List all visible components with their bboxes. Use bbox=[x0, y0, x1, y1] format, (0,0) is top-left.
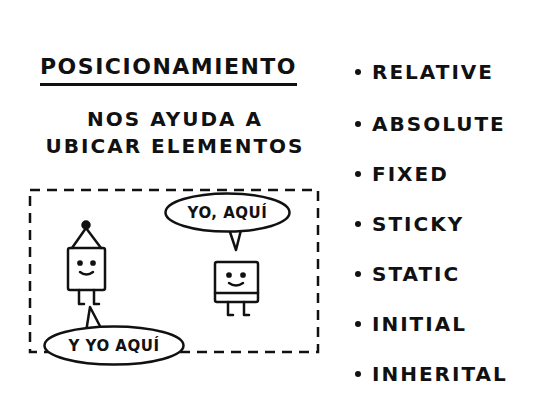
speech-bubble: Y YO AQUÍ bbox=[43, 325, 185, 366]
bullet bbox=[355, 221, 361, 227]
subtitle-text: NOS AYUDA A UBICAR ELEMENTOS bbox=[36, 106, 314, 160]
bullet bbox=[355, 271, 361, 277]
leg bbox=[244, 302, 249, 315]
list-item: STATIC bbox=[372, 262, 460, 286]
body-band bbox=[215, 292, 258, 295]
bullet bbox=[355, 321, 361, 327]
page-title: POSICIONAMIENTO bbox=[40, 54, 297, 86]
eye bbox=[241, 273, 244, 276]
party-hat bbox=[72, 228, 101, 248]
bubble-text: Y YO AQUÍ bbox=[68, 337, 159, 355]
bubble-ellipse bbox=[166, 194, 290, 232]
dashed-container bbox=[30, 190, 318, 352]
list-item: STICKY bbox=[372, 212, 464, 236]
list-item: INITIAL bbox=[372, 312, 467, 336]
hat-pompom bbox=[83, 222, 90, 229]
eye bbox=[78, 261, 81, 264]
bubble-text: YO, AQUÍ bbox=[188, 204, 268, 222]
list-item: RELATIVE bbox=[372, 60, 494, 84]
bubble-ellipse bbox=[45, 327, 184, 365]
bullet bbox=[355, 121, 361, 127]
character-body bbox=[68, 248, 105, 290]
smile bbox=[80, 272, 93, 275]
speech-bubble: YO, AQUÍ bbox=[164, 192, 291, 233]
smile bbox=[229, 283, 243, 286]
leg bbox=[228, 302, 233, 315]
bullet bbox=[355, 371, 361, 377]
list-item: INHERITAL bbox=[372, 362, 508, 386]
list-bullets bbox=[355, 69, 361, 377]
bullet bbox=[355, 171, 361, 177]
leg bbox=[94, 290, 99, 304]
list-item: FIXED bbox=[372, 162, 449, 186]
bullet bbox=[355, 69, 361, 75]
eye bbox=[91, 261, 94, 264]
list-item: ABSOLUTE bbox=[372, 112, 506, 136]
party-hat-character bbox=[68, 222, 105, 305]
eye bbox=[227, 273, 230, 276]
square-character bbox=[215, 262, 258, 315]
character-body bbox=[215, 262, 258, 302]
leg bbox=[79, 290, 84, 304]
